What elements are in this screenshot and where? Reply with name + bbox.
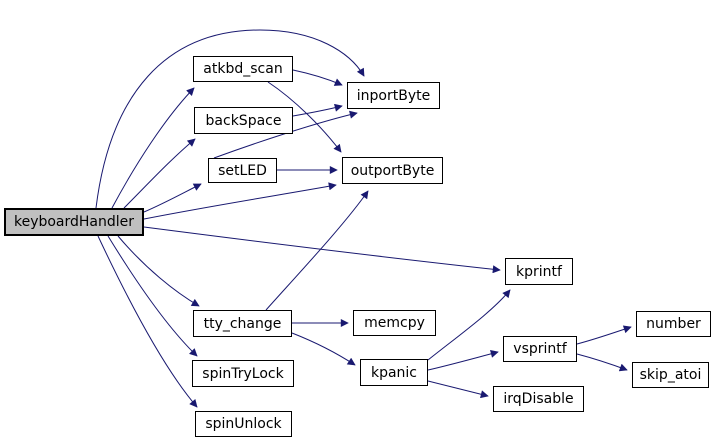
graph-node-label: number [646,316,701,332]
graph-node-outportByte[interactable]: outportByte [342,157,443,184]
graph-node-spinTryLock[interactable]: spinTryLock [192,360,294,387]
edge-atkbd_scan-to-outportByte [267,81,342,153]
graph-node-keyboardHandler: keyboardHandler [4,208,144,236]
graph-node-memcpy[interactable]: memcpy [353,310,436,336]
graph-node-vsprintf[interactable]: vsprintf [503,336,577,362]
graph-node-number[interactable]: number [636,311,711,337]
edge-tty_change-to-kpanic [291,332,356,366]
graph-node-label: atkbd_scan [203,61,283,77]
graph-node-label: kprintf [516,263,562,280]
edge-kpanic-to-vsprintf [427,349,499,371]
edge-keyboardHandler-to-outportByte [143,182,337,220]
edge-tty_change-to-outportByte [265,190,369,311]
edge-keyboardHandler-to-spinUnlock [97,235,198,408]
graph-node-tty_change[interactable]: tty_change [193,310,292,337]
graph-node-label: memcpy [364,315,425,331]
edge-keyboardHandler-to-tty_change [117,235,200,307]
edge-keyboardHandler-to-backSpace [123,138,196,209]
edge-kpanic-to-kprintf [427,289,511,361]
graph-node-label: spinTryLock [202,365,284,382]
graph-node-label: outportByte [350,162,435,179]
graph-node-label: setLED [218,162,267,179]
graph-node-inportByte[interactable]: inportByte [347,82,440,109]
edge-vsprintf-to-number [576,325,632,345]
graph-node-label: vsprintf [513,341,567,357]
graph-node-atkbd_scan[interactable]: atkbd_scan [193,56,293,82]
graph-node-label: keyboardHandler [13,214,135,230]
graph-node-label: tty_change [203,315,282,332]
edge-backSpace-to-inportByte [292,103,343,117]
edge-keyboardHandler-to-kprintf [143,226,501,274]
graph-node-kpanic[interactable]: kpanic [360,359,428,386]
graph-node-label: spinUnlock [205,416,282,432]
graph-node-label: backSpace [205,112,282,129]
graph-node-spinUnlock[interactable]: spinUnlock [195,411,292,437]
edge-keyboardHandler-to-inportByte [95,29,365,209]
graph-node-skip_atoi[interactable]: skip_atoi [632,362,709,388]
graph-node-label: inportByte [356,87,431,104]
edge-keyboardHandler-to-atkbd_scan [111,87,195,209]
graph-node-label: kpanic [370,364,418,381]
graph-node-irqDisable[interactable]: irqDisable [493,386,584,412]
edge-keyboardHandler-to-spinTryLock [107,235,198,357]
graph-node-label: irqDisable [503,391,574,407]
edge-kpanic-to-irqDisable [427,380,489,399]
edge-vsprintf-to-skip_atoi [576,353,628,372]
graph-node-setLED[interactable]: setLED [208,158,277,183]
edge-atkbd_scan-to-inportByte [292,69,343,86]
graph-node-kprintf[interactable]: kprintf [505,258,573,285]
edge-keyboardHandler-to-setLED [143,183,202,213]
graph-node-label: skip_atoi [639,367,702,383]
graph-node-backSpace[interactable]: backSpace [194,107,293,134]
